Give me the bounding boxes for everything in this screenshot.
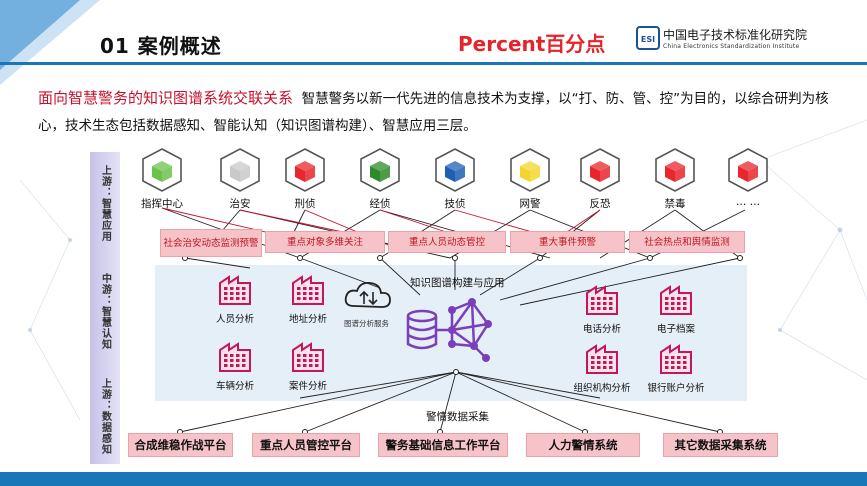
- building-icon: [660, 344, 692, 374]
- intro-paragraph: 面向智慧警务的知识图谱系统交联关系 智慧警务以新一代先进的信息技术为支撑，以“打…: [38, 85, 838, 140]
- building-icon: [586, 344, 618, 374]
- building-icon: [660, 285, 692, 315]
- department-node: 经侦: [350, 146, 410, 214]
- platform-box: 合成维稳作战平台: [128, 433, 233, 457]
- cloud-service-icon: [344, 282, 391, 308]
- platform-box: 警务基础信息工作平台: [378, 433, 508, 457]
- department-node: … …: [718, 146, 778, 214]
- cube-icon: [285, 148, 325, 192]
- department-label: … …: [735, 196, 761, 208]
- analysis-module: 车辆分析: [195, 340, 275, 394]
- analysis-module: 组织机构分析: [562, 342, 642, 396]
- analysis-module-label: 地址分析: [288, 314, 327, 325]
- department-label: 网警: [519, 198, 541, 210]
- department-node: 刑侦: [275, 146, 335, 214]
- department-label: 经侦: [369, 198, 391, 210]
- footer-bar: [0, 472, 867, 486]
- department-node: 指挥中心: [132, 146, 192, 214]
- cube-icon: [655, 148, 695, 192]
- brand-logo: Percent百分点: [458, 32, 606, 56]
- department-label: 禁毒: [664, 198, 686, 210]
- building-icon: [219, 275, 251, 305]
- graph-service-label: 图谱分析服务: [344, 319, 389, 328]
- scenario-box: 重大事件预警: [510, 231, 625, 253]
- analysis-module-label: 电话分析: [582, 324, 621, 335]
- analysis-module: 银行账户分析: [636, 342, 716, 396]
- data-collection-label: 警情数据采集: [426, 411, 489, 423]
- department-label: 指挥中心: [141, 198, 183, 210]
- page-title: 01 案例概述: [100, 34, 222, 58]
- analysis-module-label: 组织机构分析: [573, 383, 631, 394]
- cube-icon: [728, 148, 768, 192]
- analysis-module: 电子档案: [636, 283, 716, 337]
- building-icon: [586, 285, 618, 315]
- department-label: 刑侦: [294, 198, 316, 210]
- scenario-box: 重点人员动态管控: [388, 231, 506, 253]
- cube-icon: [220, 148, 260, 192]
- cube-icon: [360, 148, 400, 192]
- scenario-box: 社会治安动态监测预警: [160, 229, 262, 257]
- layer-label-perception: 上游：数据感知: [99, 377, 111, 455]
- department-label: 技侦: [444, 198, 466, 210]
- department-node: 禁毒: [645, 146, 705, 214]
- building-icon: [219, 342, 251, 372]
- layer-sidebar: 上游：智慧应用 中游：智慧认知 上游：数据感知: [90, 152, 120, 464]
- header-divider: [0, 62, 867, 65]
- analysis-module-label: 人员分析: [215, 314, 254, 325]
- platform-box: 重点人员管控平台: [252, 433, 360, 457]
- platform-box: 其它数据采集系统: [663, 433, 778, 457]
- cube-icon: [435, 148, 475, 192]
- cube-icon: [580, 148, 620, 192]
- scenario-box: 社会热点和舆情监测: [629, 231, 745, 253]
- intro-highlight: 面向智慧警务的知识图谱系统交联关系: [38, 89, 294, 107]
- department-node: 反恐: [570, 146, 630, 214]
- cube-icon: [510, 148, 550, 192]
- analysis-module: 电话分析: [562, 283, 642, 337]
- scenario-box: 重点对象多维关注: [265, 231, 385, 253]
- analysis-module-label: 案件分析: [288, 381, 327, 392]
- layer-label-cognition: 中游：智慧认知: [99, 272, 111, 350]
- analysis-module: 人员分析: [195, 273, 275, 327]
- layer-label-application: 上游：智慧应用: [99, 164, 111, 242]
- esi-logo-text: ESI: [641, 35, 655, 44]
- analysis-module-label: 电子档案: [656, 324, 695, 335]
- cube-icon: [142, 148, 182, 192]
- analysis-module-label: 银行账户分析: [647, 383, 705, 394]
- analysis-module: 地址分析: [268, 273, 348, 327]
- department-node: 治安: [210, 146, 270, 214]
- building-icon: [292, 275, 324, 305]
- department-node: 网警: [500, 146, 560, 214]
- knowledge-graph-icon: [406, 298, 492, 362]
- org-name-en: China Electronics Standardization Instit…: [663, 43, 800, 50]
- analysis-module: 案件分析: [268, 340, 348, 394]
- org-name-cn: 中国电子技术标准化研究院: [663, 28, 808, 42]
- intro-body: 智慧警务以新一代先进的信息技术为支撑，以“打、防、管、控”为目的，以综合研判为核…: [38, 91, 829, 134]
- department-node: 技侦: [425, 146, 485, 214]
- platform-box: 人力警情系统: [526, 433, 640, 457]
- department-label: 治安: [229, 198, 251, 210]
- building-icon: [292, 342, 324, 372]
- esi-logo-icon: ESI: [636, 26, 660, 50]
- department-label: 反恐: [589, 198, 611, 210]
- analysis-module-label: 车辆分析: [215, 381, 254, 392]
- knowledge-graph-title: 知识图谱构建与应用: [410, 277, 505, 289]
